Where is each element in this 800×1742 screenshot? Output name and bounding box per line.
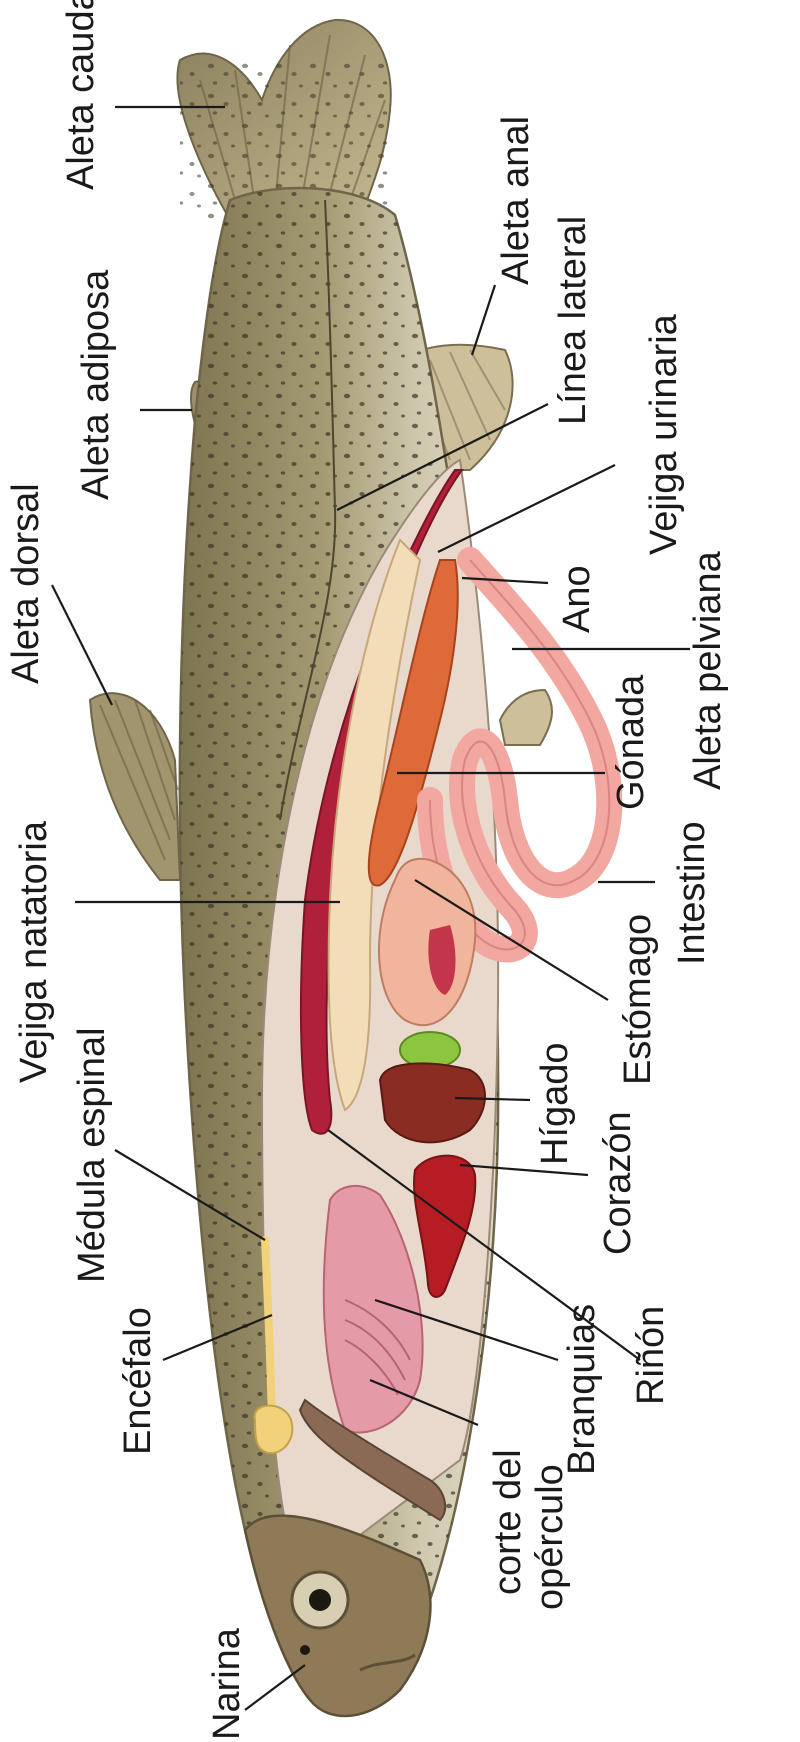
label-narina: Narina [206,1627,248,1740]
brain [255,1406,293,1454]
label-aleta-dorsal: Aleta dorsal [5,483,47,684]
label-operculo: opérculo [529,1464,571,1610]
label-medula-espinal: Médula espinal [71,1027,113,1283]
label-encefalo: Encéfalo [117,1307,159,1455]
eye-pupil [309,1589,331,1611]
label-vejiga-urinaria: Vejiga urinaria [643,313,685,555]
label-estomago: Estómago [617,914,659,1085]
label-rinon: Riñón [630,1306,672,1405]
label-branquias: Branquias [561,1304,603,1475]
nostril [300,1645,310,1655]
label-vejiga-natatoria: Vejiga natatoria [13,820,55,1083]
label-aleta-pelviana: Aleta pelviana [687,550,729,790]
label-ano: Ano [556,565,598,633]
label-intestino: Intestino [671,821,713,965]
label-higado: Hígado [534,1042,576,1165]
label-aleta-caudal: Aleta caudal [60,0,102,190]
label-linea-lateral: Línea lateral [552,216,594,425]
pelvic-fin [500,690,552,745]
label-corazon: Corazón [597,1111,639,1255]
label-aleta-anal: Aleta anal [495,116,537,285]
liver [380,1063,485,1142]
gallbladder [400,1032,460,1068]
label-gonada: Gónada [610,674,652,810]
label-aleta-adiposa: Aleta adiposa [75,269,117,500]
label-corte-del: corte del [487,1449,529,1595]
